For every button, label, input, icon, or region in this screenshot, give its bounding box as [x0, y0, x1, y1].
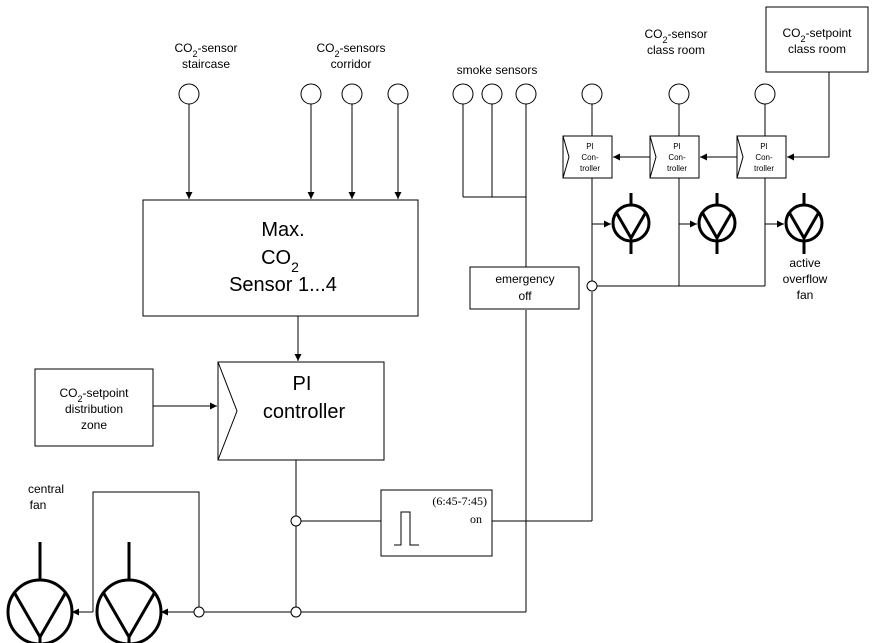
- smoke-sensor-1: [452, 83, 474, 105]
- label-co2-sensor-class-room-2: class room: [647, 43, 705, 57]
- svg-text:troller: troller: [754, 164, 774, 173]
- label-central-fan-2: fan: [30, 498, 47, 512]
- co2-setpoint-zone-box: [34, 368, 154, 447]
- label-co2-setpoint-class-room: CO2-setpoint: [782, 26, 852, 44]
- smoke-sensor-3: [515, 83, 537, 105]
- overflow-fan-1: [611, 193, 651, 254]
- sensor-class-room-1: [581, 83, 603, 105]
- label-co2-sensors-corridor: CO2-sensors: [316, 41, 385, 59]
- sensor-corridor-2: [341, 83, 363, 105]
- smoke-sensor-2: [481, 83, 503, 105]
- svg-text:PI: PI: [673, 142, 681, 151]
- label-co2-sensor-staircase: CO2-sensor: [174, 41, 237, 59]
- timer-pulse: [394, 511, 419, 546]
- max-co2-line1: Max.: [261, 219, 304, 241]
- sensor-class-room-3: [754, 83, 776, 105]
- sensor-class-room-2: [668, 83, 690, 105]
- pi-small-2: PI Con- troller: [649, 135, 700, 179]
- label-emergency-off-2: off: [518, 289, 532, 303]
- sensor-circles: [178, 83, 776, 105]
- overflow-fan-2: [697, 193, 737, 254]
- svg-text:Con-: Con-: [581, 153, 599, 162]
- label-central-fan-1: central: [28, 482, 64, 496]
- label-co2-setpoint-class-room-2: class room: [788, 42, 846, 56]
- svg-text:PI: PI: [760, 142, 768, 151]
- pi-small-3: PI Con- troller: [736, 135, 787, 179]
- svg-text:Con-: Con-: [755, 153, 773, 162]
- max-co2-line2: CO2: [261, 247, 299, 275]
- central-fan-1: [6, 542, 74, 643]
- svg-text:troller: troller: [580, 164, 600, 173]
- pi-controller-line1: PI: [293, 373, 312, 395]
- label-co2-sensor-staircase-2: staircase: [182, 57, 230, 71]
- label-co2-setpoint-zone-1: CO2-setpoint: [59, 386, 129, 404]
- sensor-staircase: [178, 83, 200, 105]
- label-co2-setpoint-zone-2: distribution: [65, 402, 123, 416]
- label-co2-setpoint-zone-3: zone: [81, 418, 107, 432]
- pi-controller-line2: controller: [263, 401, 346, 423]
- timer-time: (6:45-7:45): [432, 494, 487, 508]
- co2-setpoint-class-room-box: [765, 6, 869, 73]
- max-co2-box: [142, 199, 419, 317]
- max-co2-line3: Sensor 1...4: [229, 274, 337, 296]
- label-active-overflow-fan-2: overflow: [783, 272, 828, 286]
- label-co2-sensor-class-room: CO2-sensor: [644, 27, 707, 45]
- sensor-corridor-1: [300, 83, 322, 105]
- label-active-overflow-fan-3: fan: [797, 288, 814, 302]
- overflow-fan-3: [784, 193, 824, 254]
- label-smoke-sensors: smoke sensors: [457, 63, 538, 77]
- svg-text:Con-: Con-: [668, 153, 686, 162]
- sensor-corridor-3: [387, 83, 409, 105]
- label-active-overflow-fan-1: active: [789, 256, 821, 270]
- svg-text:PI: PI: [586, 142, 594, 151]
- emergency-off-box: [469, 266, 580, 310]
- svg-text:troller: troller: [667, 164, 687, 173]
- pi-controller-box: [217, 361, 385, 461]
- label-co2-sensors-corridor-2: corridor: [331, 57, 372, 71]
- timer-state: on: [470, 512, 482, 526]
- pi-small-1: PI Con- troller: [562, 135, 613, 179]
- central-fan-2: [95, 542, 163, 643]
- label-emergency-off-1: emergency: [495, 272, 554, 286]
